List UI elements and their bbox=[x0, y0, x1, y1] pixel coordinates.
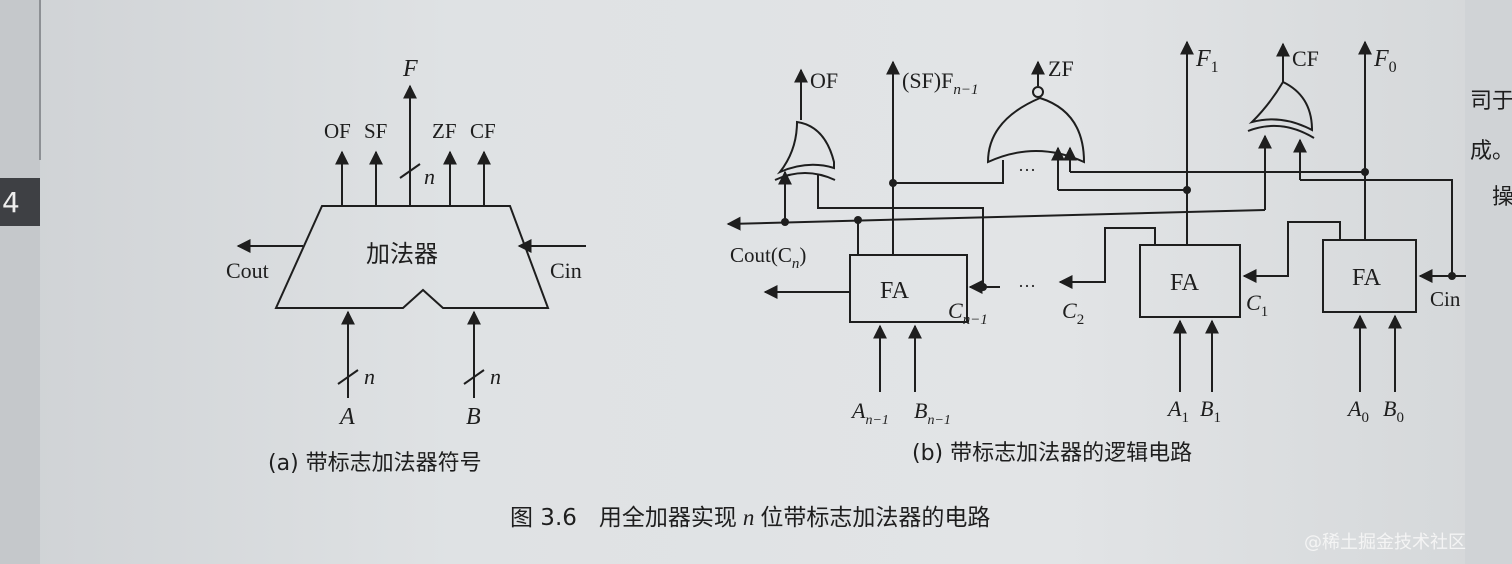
input-A0-label: A0 bbox=[1346, 396, 1369, 426]
caption-a: (a) 带标志加法器符号 bbox=[268, 451, 482, 476]
adder-body bbox=[274, 205, 550, 309]
carry-ellipsis: ··· bbox=[1018, 276, 1036, 296]
flag-CF-label: CF bbox=[470, 119, 496, 143]
cin-to-cf-xor bbox=[1300, 179, 1453, 276]
input-B0-label: B0 bbox=[1383, 396, 1404, 426]
F1-label: F1 bbox=[1195, 46, 1219, 76]
cn1-junction bbox=[979, 283, 987, 291]
SF-label: (SF)Fn−1 bbox=[902, 68, 978, 98]
f1-junction bbox=[1183, 186, 1191, 194]
input-A-label: A bbox=[338, 404, 355, 430]
OF-label: OF bbox=[810, 68, 838, 93]
caption-b: (b) 带标志加法器的逻辑电路 bbox=[912, 441, 1192, 466]
cn1-label: Cn−1 bbox=[948, 298, 988, 328]
output-bus-slash bbox=[399, 163, 421, 179]
cn1-to-of-xor bbox=[817, 174, 984, 287]
input-A-n-1-label: An−1 bbox=[850, 398, 889, 428]
output-bus-width: n bbox=[424, 164, 435, 189]
input-B-bus-slash bbox=[463, 369, 485, 385]
input-A-bus-slash bbox=[337, 369, 359, 385]
cin-label: Cin bbox=[1430, 287, 1461, 311]
nor-gate-zf bbox=[986, 86, 1086, 164]
page-number: 4 bbox=[2, 186, 20, 219]
adder-symbol-diagram: 加法器 F n OF SF ZF CF Cout Cin n A n B (a)… bbox=[226, 56, 586, 476]
c2-label: C2 bbox=[1062, 298, 1084, 328]
cout-label: Cout bbox=[226, 258, 269, 283]
input-B-bus-width: n bbox=[490, 364, 501, 389]
sf-to-nor-wire bbox=[893, 160, 1004, 184]
nor-input-ellipsis: ··· bbox=[1018, 160, 1036, 180]
input-B-n-1-label: Bn−1 bbox=[914, 398, 951, 428]
input-A1-label: A1 bbox=[1166, 396, 1189, 426]
input-A-bus-width: n bbox=[364, 364, 375, 389]
ZF-label: ZF bbox=[1048, 56, 1074, 81]
cin-label: Cin bbox=[550, 258, 582, 283]
right-text-fragment-1: 司于 bbox=[1470, 89, 1512, 114]
c1-wire bbox=[1242, 221, 1341, 283]
cout-label: Cout(Cn) bbox=[730, 243, 806, 272]
left-page-edge: 4 bbox=[0, 0, 41, 564]
right-text-fragment-2: 成。 bbox=[1470, 139, 1512, 164]
flag-SF-label: SF bbox=[364, 119, 387, 143]
F0-label: F0 bbox=[1373, 46, 1397, 76]
logic-circuit-diagram: FA FA FA OF (SF)Fn−1 ZF ··· bbox=[726, 40, 1466, 466]
full-adder-1-label: FA bbox=[1170, 270, 1200, 296]
watermark: @稀土掘金技术社区 bbox=[1304, 532, 1466, 553]
xor-gate-cf bbox=[1247, 80, 1315, 139]
full-adder-1 bbox=[1139, 244, 1241, 318]
full-adder-n-1-label: FA bbox=[880, 278, 910, 304]
xor-gate-of bbox=[774, 120, 836, 181]
f0-junction bbox=[1361, 168, 1369, 176]
right-text-fragment-3: 操 bbox=[1492, 185, 1512, 210]
full-adder-0 bbox=[1322, 239, 1417, 313]
CF-label: CF bbox=[1292, 46, 1319, 71]
right-page-edge: 司于 成。 操 bbox=[1465, 0, 1512, 564]
full-adder-n-1 bbox=[849, 254, 968, 323]
cin-junction bbox=[1448, 272, 1456, 280]
input-B-label: B bbox=[466, 404, 481, 430]
c2-wire bbox=[1058, 227, 1156, 289]
c1-label: C1 bbox=[1246, 290, 1268, 320]
flag-OF-label: OF bbox=[324, 119, 351, 143]
output-F-label: F bbox=[402, 56, 418, 82]
cout-bus-arrow bbox=[726, 209, 1266, 231]
adder-label: 加法器 bbox=[366, 240, 438, 268]
input-B1-label: B1 bbox=[1200, 396, 1221, 426]
full-adder-0-label: FA bbox=[1352, 265, 1382, 291]
flag-ZF-label: ZF bbox=[432, 119, 457, 143]
